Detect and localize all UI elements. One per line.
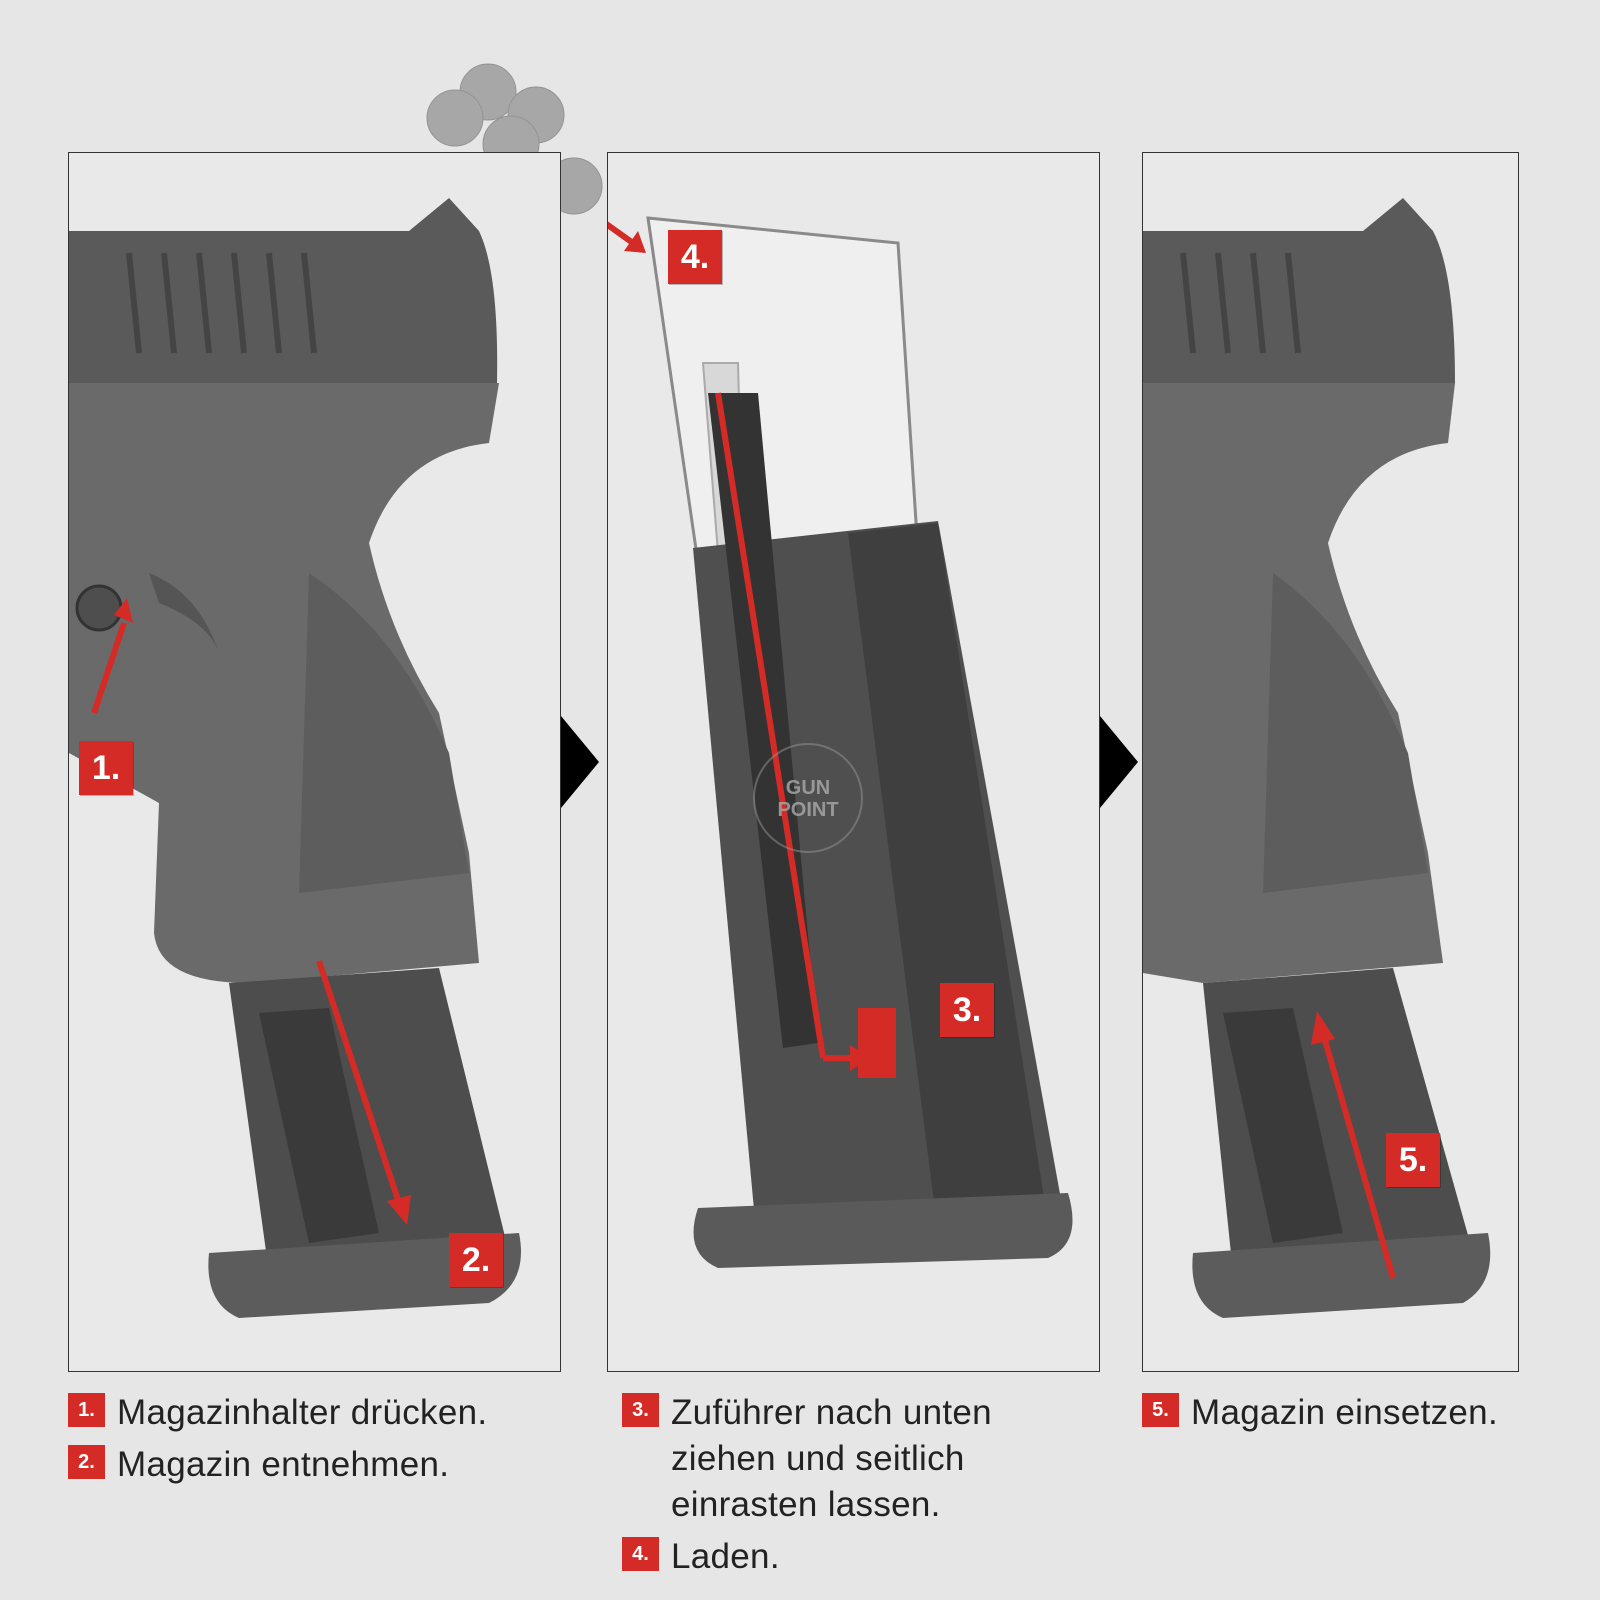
pistol-illustration (69, 198, 521, 1318)
watermark-text-2: POINT (777, 799, 839, 821)
step-badge-4: 4. (668, 230, 722, 284)
step-badge-3: 3. (940, 983, 994, 1037)
caption-text: Magazin einsetzen. (1191, 1393, 1498, 1432)
caption-step-4: 4. Laden. (622, 1534, 1102, 1580)
panel-insert-magazine: 5. (1142, 152, 1519, 1372)
step-arrow-icon (561, 716, 599, 808)
caption-badge: 5. (1142, 1393, 1179, 1427)
caption-badge: 2. (68, 1445, 105, 1479)
caption-text: Zuführer nach unten ziehen und seitlich … (671, 1393, 992, 1524)
step-badge-5: 5. (1386, 1133, 1440, 1187)
caption-step-1: 1. Magazinhalter drücken. (68, 1390, 568, 1436)
caption-badge: 3. (622, 1393, 659, 1427)
caption-step-5: 5. Magazin einsetzen. (1142, 1390, 1562, 1436)
watermark-logo: GUN POINT (753, 743, 863, 853)
pistol-illustration (1143, 198, 1491, 1318)
caption-text: Laden. (671, 1537, 780, 1576)
caption-text: Magazinhalter drücken. (117, 1393, 488, 1432)
panel-load-magazine: GUN POINT 4. 3. (607, 152, 1100, 1372)
caption-step-3: 3. Zuführer nach unten ziehen und seitli… (622, 1390, 1102, 1528)
caption-badge: 4. (622, 1537, 659, 1571)
step-badge-2: 2. (449, 1233, 503, 1287)
panel-remove-magazine: 1. 2. (68, 152, 561, 1372)
caption-column-3: 5. Magazin einsetzen. (1142, 1390, 1562, 1442)
caption-text: Magazin entnehmen. (117, 1445, 450, 1484)
step-arrow-icon (1100, 716, 1138, 808)
caption-step-2: 2. Magazin entnehmen. (68, 1442, 568, 1488)
caption-column-2: 3. Zuführer nach unten ziehen und seitli… (622, 1390, 1102, 1586)
caption-column-1: 1. Magazinhalter drücken. 2. Magazin ent… (68, 1390, 568, 1494)
step-badge-1: 1. (79, 741, 133, 795)
magazine-illustration (608, 216, 1073, 1268)
caption-badge: 1. (68, 1393, 105, 1427)
watermark-text-1: GUN (785, 777, 831, 799)
